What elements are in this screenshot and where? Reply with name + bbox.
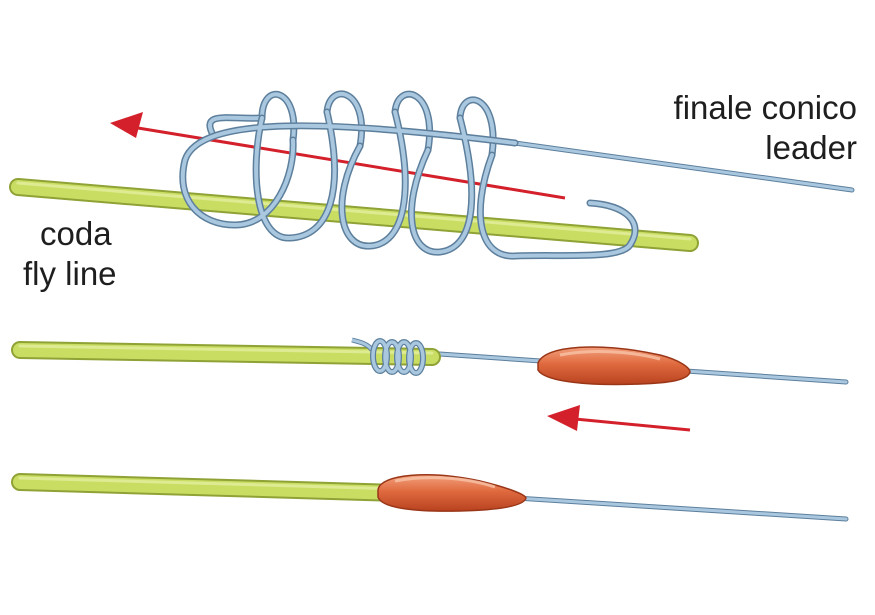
fly-line-label-english: fly line: [23, 255, 117, 292]
sleeve-middle: [537, 346, 691, 386]
leader-line-bottom: [497, 494, 849, 522]
leader-line-top: [512, 140, 855, 193]
tightened-knot-coils: [351, 337, 426, 376]
leader-coils-back: [206, 90, 497, 159]
leader-label-italian: finale conico: [673, 89, 857, 126]
slide-arrow-middle: [547, 405, 691, 432]
panel-wrap-step: [9, 90, 855, 260]
fly-line-bottom: [11, 473, 409, 502]
fly-line-top: [9, 178, 699, 252]
leader-label-english: leader: [765, 129, 857, 166]
leader-coils-front: [179, 108, 639, 260]
fly-line-middle: [11, 341, 441, 366]
panel-finished-step: [11, 473, 849, 522]
sleeve-bottom: [377, 474, 527, 512]
panel-tighten-step: [11, 337, 849, 432]
fly-line-label-italian: coda: [40, 215, 112, 252]
